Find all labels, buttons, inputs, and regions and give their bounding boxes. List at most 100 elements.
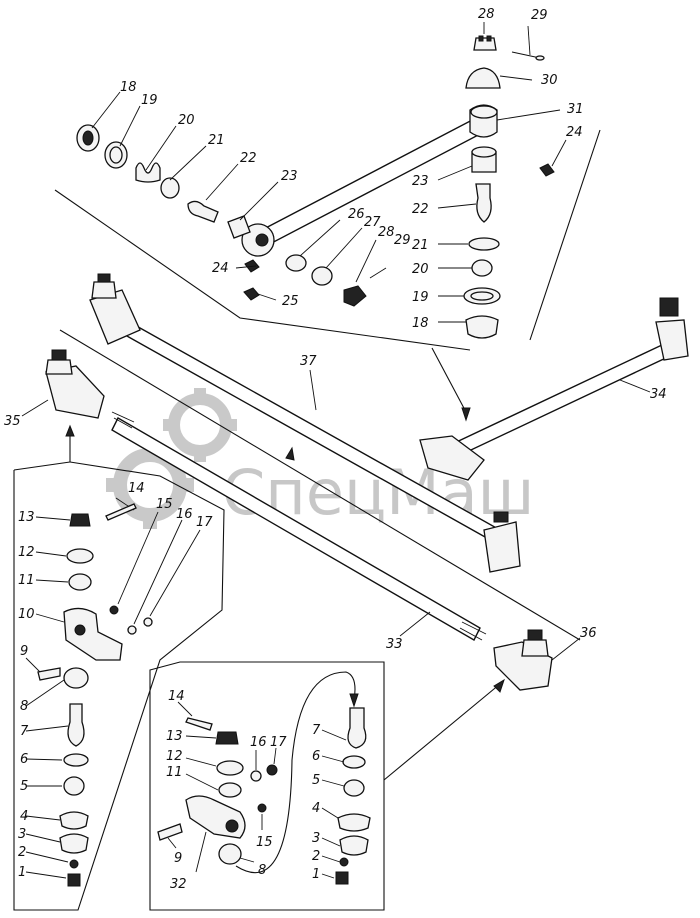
label-35: 35 [4, 414, 21, 429]
label-16-bottom: 16 [250, 735, 267, 750]
label-21: 21 [412, 238, 429, 253]
label-24: 24 [566, 125, 583, 140]
label-14-bottom: 14 [168, 689, 185, 704]
label-25: 25 [282, 294, 299, 309]
label-28-mid: 28 [378, 225, 395, 240]
top-assembly [54, 22, 601, 351]
rod-34-left-clamp [419, 435, 485, 481]
clamp-32 [185, 795, 246, 839]
tie-rods [13, 273, 689, 911]
label-23: 23 [412, 174, 429, 189]
label-8-left: 8 [20, 699, 28, 714]
label-19-left: 19 [141, 93, 158, 108]
label-12-bottom: 12 [166, 749, 183, 764]
label-8-bottom: 8 [258, 863, 266, 878]
seat-5b [343, 779, 365, 797]
label-12-left: 12 [18, 545, 35, 560]
gear-logo-icon [106, 388, 237, 529]
cover-4 [59, 811, 89, 830]
washer-12b [216, 760, 244, 776]
arrow-to-end-36-icon [493, 678, 505, 693]
rod-37-right-end [483, 521, 521, 573]
label-24-bottom: 24 [212, 261, 229, 276]
label-1-bottom: 1 [312, 867, 320, 882]
label-3-left: 3 [18, 827, 26, 842]
label-19: 19 [412, 290, 429, 305]
cap-30 [465, 67, 501, 89]
fitting-25 [243, 287, 260, 301]
label-3-bottom: 3 [312, 831, 320, 846]
label-27: 27 [364, 215, 381, 230]
fitting-15b [257, 803, 267, 813]
insert-23 [227, 215, 251, 239]
bolt-9b [157, 823, 183, 841]
label-10-left: 10 [18, 607, 35, 622]
label-2-left: 2 [18, 845, 26, 860]
seat-5 [63, 776, 85, 796]
washer-16 [127, 625, 137, 635]
rod-33 [111, 417, 481, 641]
part-labels: 28 29 30 31 24 23 22 21 20 19 18 18 19 2… [4, 7, 667, 892]
bolt-9 [37, 667, 61, 681]
nut-11b [218, 782, 242, 798]
label-7-bottom: 7 [312, 723, 321, 738]
label-28: 28 [478, 7, 495, 22]
assembly-arrows [65, 407, 505, 693]
label-13-left: 13 [18, 510, 35, 525]
label-37: 37 [300, 354, 317, 369]
label-17-bottom: 17 [270, 735, 287, 750]
label-2-bottom: 2 [312, 849, 320, 864]
label-32-bottom: 32 [170, 877, 187, 892]
castle-nut-13b [215, 731, 239, 745]
label-36: 36 [580, 626, 597, 641]
nut-17b [266, 764, 278, 776]
label-5-left: 5 [20, 779, 28, 794]
washer-26 [285, 254, 307, 272]
cover-3 [59, 833, 89, 854]
label-30: 30 [541, 73, 558, 88]
label-15-bottom: 15 [256, 835, 273, 850]
castle-nut-13 [69, 513, 91, 527]
nut-8b [218, 843, 242, 865]
rod-34 [447, 343, 671, 459]
washer-27 [311, 266, 333, 286]
label-7-left: 7 [20, 724, 29, 739]
label-9-bottom: 9 [174, 851, 182, 866]
label-11-bottom: 11 [166, 765, 183, 780]
washer-16b [250, 770, 262, 782]
label-17-left: 17 [196, 515, 213, 530]
washer-2b [339, 857, 349, 867]
label-16-left: 16 [176, 507, 193, 522]
rod-34-right-end [655, 319, 689, 361]
fitting-15 [109, 605, 119, 615]
cover-3b [339, 835, 369, 856]
washer-6 [63, 753, 89, 767]
ball-pin-22 [475, 183, 492, 223]
washer-12 [66, 548, 94, 564]
label-18: 18 [412, 316, 429, 331]
left-exploded-stack [25, 497, 201, 887]
bolt-1 [67, 873, 81, 887]
label-18-left: 18 [120, 80, 137, 95]
label-9-left: 9 [20, 644, 28, 659]
label-20-left: 20 [178, 113, 195, 128]
label-22-left: 22 [240, 151, 257, 166]
washer-21 [468, 237, 500, 251]
bottom-exploded-group [157, 671, 371, 885]
ball-pin-7 [67, 703, 85, 747]
label-6-left: 6 [20, 752, 28, 767]
label-26: 26 [348, 207, 365, 222]
ball-pin-7b [347, 707, 367, 749]
washer-2 [69, 859, 79, 869]
seat-21 [160, 177, 180, 199]
label-13-bottom: 13 [166, 729, 183, 744]
label-4-left: 4 [20, 809, 28, 824]
nut-11 [68, 573, 92, 591]
label-11-left: 11 [18, 573, 35, 588]
cotter-14 [105, 503, 137, 521]
label-14-left: 14 [128, 481, 145, 496]
spring-20 [135, 162, 161, 183]
tie-rod-end-10 [63, 607, 123, 661]
nut-8 [63, 667, 89, 689]
label-34: 34 [650, 387, 667, 402]
